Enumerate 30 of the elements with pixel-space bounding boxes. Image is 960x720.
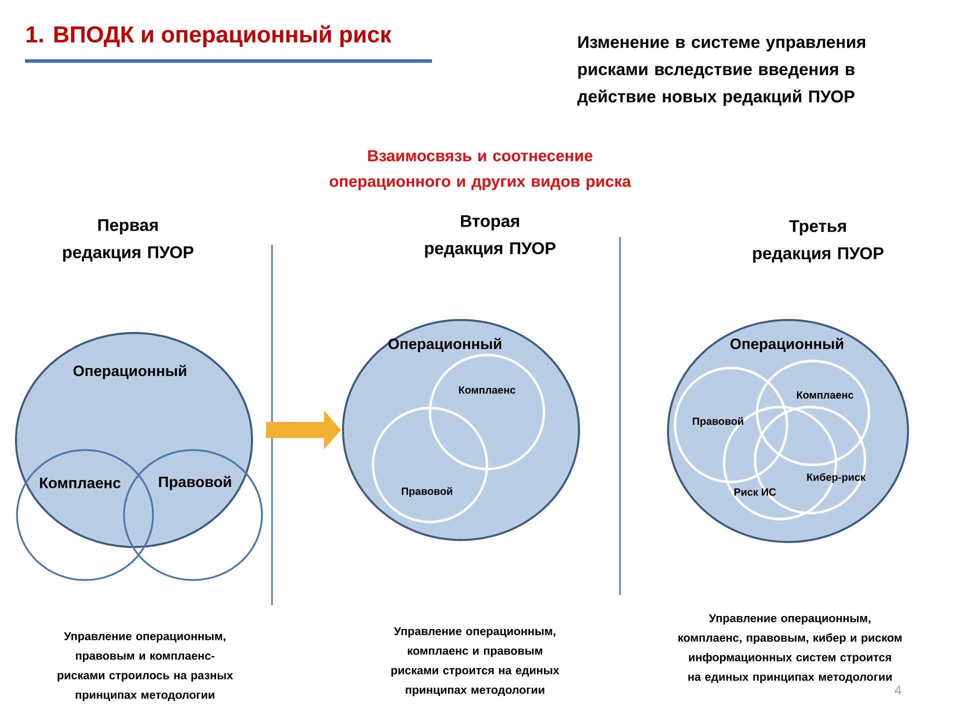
subtitle: Взаимосвязь и соотнесение операционного и других видов риска — [330, 150, 632, 190]
circle-label: Правовой — [159, 476, 231, 490]
circle-label: Комплаенс — [797, 391, 854, 399]
venn-circle — [428, 354, 546, 470]
venn-circle — [674, 366, 788, 484]
circle-label: Операционный — [730, 338, 844, 352]
panel-caption: Управление операционным, комплаенс и правовым рисками строится на единых принципах методологии — [391, 627, 560, 696]
panel-heading: Первая редакция ПУОР — [63, 219, 194, 262]
venn-circle — [756, 360, 870, 466]
circle-label: Операционный — [388, 338, 502, 352]
venn-circle — [123, 449, 263, 581]
panel-heading: Третья редакция ПУОР — [753, 220, 884, 263]
circle-label: Риск ИС — [734, 488, 776, 496]
panel-caption: Управление операционным, правовым и комплаенс-рисками строилось на разных принципах методологии — [58, 632, 233, 702]
circle-label: Комплаенс — [40, 478, 120, 488]
venn-circle — [16, 449, 154, 581]
panel-caption: Управление операционным, комплаенс, правовым, кибер и риском информационных систем строится на единых принципах методологии — [678, 614, 902, 684]
circle-label: Правовой — [402, 487, 452, 497]
heading-text: Изменение в системе управления рисками вследствие введения в действие новых редакций ПУОР — [577, 36, 866, 106]
venn-circle — [667, 319, 910, 543]
venn-circle — [372, 406, 488, 524]
page-number: 4 — [894, 686, 902, 694]
circle-label: Комплаенс — [459, 386, 516, 394]
panel-heading: Вторая редакция ПУОР — [425, 215, 556, 258]
venn-circle — [342, 319, 580, 541]
circle-label: Правовой — [692, 417, 744, 427]
circle-label: Кибер-риск — [807, 473, 866, 483]
circle-label: Операционный — [73, 364, 186, 380]
venn-circle — [15, 332, 253, 548]
slide-title: 1. ВПОДК и операционный риск — [26, 25, 392, 48]
